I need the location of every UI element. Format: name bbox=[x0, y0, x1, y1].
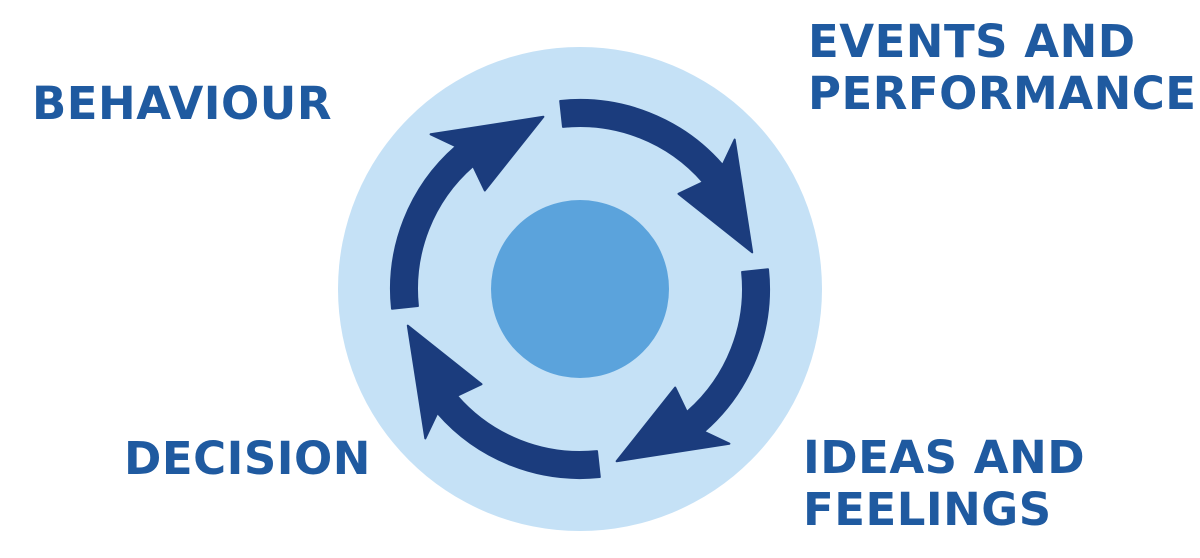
arrow-top-right bbox=[559, 98, 754, 254]
ideas-line-1: IDEAS AND bbox=[803, 431, 1086, 484]
behaviour-label: BEHAVIOUR bbox=[32, 78, 332, 130]
arrow-top-left bbox=[389, 115, 545, 310]
ideas-and-feelings-label: IDEAS AND FEELINGS bbox=[803, 432, 1085, 536]
events-and-performance-label: EVENTS AND PERFORMANCE bbox=[808, 16, 1197, 120]
ideas-line-2: FEELINGS bbox=[803, 483, 1052, 536]
arrow-bottom-left bbox=[406, 324, 601, 480]
decision-text: DECISION bbox=[124, 432, 371, 485]
cycle-arrows bbox=[389, 98, 771, 480]
decision-label: DECISION bbox=[124, 433, 371, 485]
arrow-bottom-right bbox=[615, 268, 771, 463]
behaviour-text: BEHAVIOUR bbox=[32, 77, 332, 130]
events-line-2: PERFORMANCE bbox=[808, 67, 1197, 120]
inner-circle bbox=[491, 200, 669, 378]
events-line-1: EVENTS AND bbox=[808, 15, 1136, 68]
